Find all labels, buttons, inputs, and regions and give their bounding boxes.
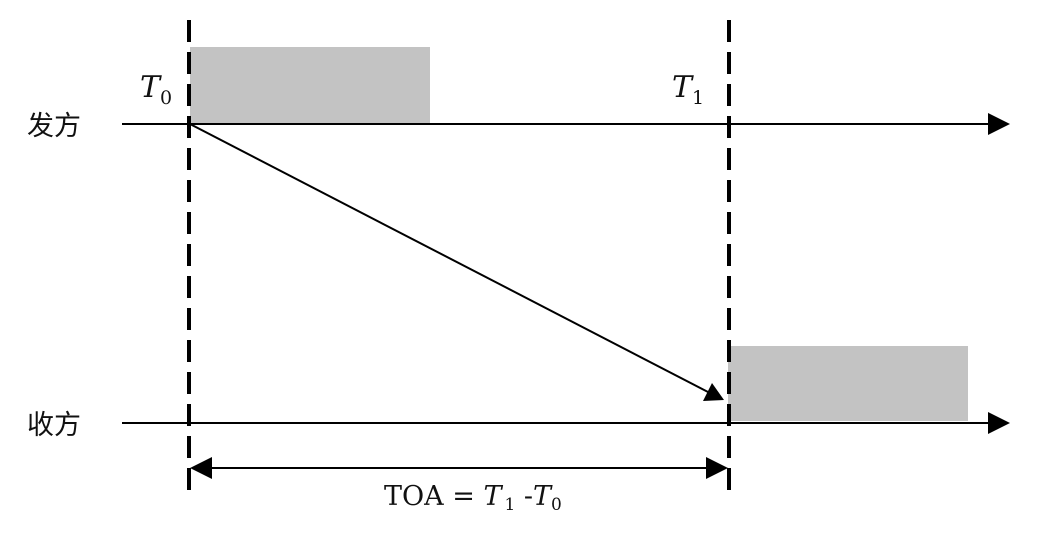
sender-label: 发方 xyxy=(27,111,81,142)
toa-span-right-arrowhead xyxy=(706,457,728,479)
formula-t1-subscript: 1 xyxy=(504,495,515,515)
formula-t0-subscript: 0 xyxy=(551,495,562,515)
t0-label: T0 xyxy=(140,70,172,109)
formula-t0-symbol: T xyxy=(533,481,553,512)
receiver-timeline-arrowhead xyxy=(988,412,1010,434)
receiver-label: 收方 xyxy=(27,410,81,441)
t0-subscript: 0 xyxy=(160,87,172,109)
toa-span-left-arrowhead xyxy=(190,457,212,479)
sender-signal-block xyxy=(190,47,430,124)
receiver-signal-block xyxy=(728,346,968,421)
formula-t1-symbol: T xyxy=(483,481,503,512)
propagation-line xyxy=(189,123,709,393)
t1-label: T1 xyxy=(672,70,704,109)
t1-symbol: T xyxy=(672,70,694,105)
formula-lhs: TOA = xyxy=(384,481,483,512)
t0-symbol: T xyxy=(140,70,162,105)
sender-timeline-arrowhead xyxy=(988,113,1010,135)
t1-subscript: 1 xyxy=(692,87,704,109)
propagation-arrowhead xyxy=(703,383,724,401)
formula-minus: - xyxy=(515,481,533,512)
